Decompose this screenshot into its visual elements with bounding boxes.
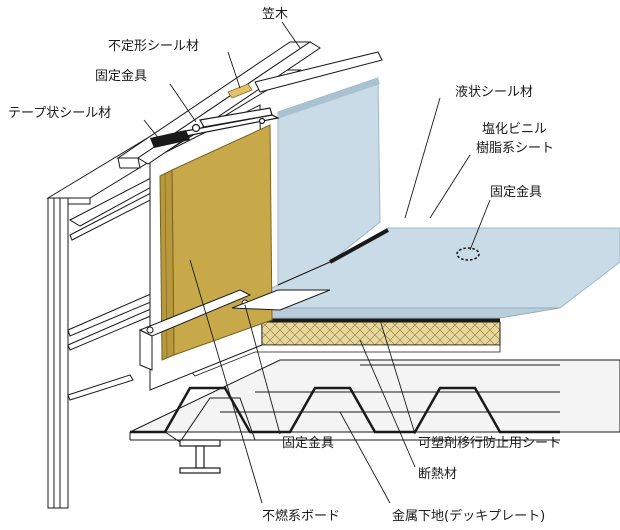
label-plasticizer-sheet: 可塑剤移行防止用シート (418, 435, 561, 451)
tape-sealant (150, 130, 190, 148)
label-indefinite-sealant: 不定形シール材 (108, 39, 199, 54)
label-tape-sealant: テープ状シール材 (8, 106, 111, 121)
indefinite-sealant (227, 83, 253, 99)
label-liquid-sealant: 液状シール材 (455, 85, 533, 100)
label-pvc-line2: 樹脂系シート (476, 141, 554, 156)
label-fixing-bracket-bottom: 固定金具 (282, 435, 334, 451)
fixing-bracket-base-plate (231, 289, 331, 311)
membrane-fixing-point-marker (456, 247, 480, 261)
label-deck-plate: 金属下地(デッキプレート) (392, 508, 545, 524)
label-pvc-line1: 塩化ビニル (482, 122, 547, 137)
fixing-bracket-top (178, 107, 280, 137)
label-fixing-bracket-top: 固定金具 (95, 68, 147, 84)
label-coping: 笠木 (262, 7, 288, 22)
label-insulation: 断熱材 (418, 467, 457, 482)
support-beam (179, 439, 221, 474)
deck-plate-front-profile (130, 386, 560, 434)
liquid-sealant-bead (329, 228, 389, 264)
label-noncombustible-board: 不燃系ボード (262, 508, 340, 524)
deck-plate-surface (129, 359, 620, 433)
label-fixing-bracket-right: 固定金具 (490, 184, 542, 200)
noncombustible-board (159, 124, 273, 361)
fixing-bracket-lower (138, 289, 252, 371)
leader-lines (143, 21, 491, 504)
